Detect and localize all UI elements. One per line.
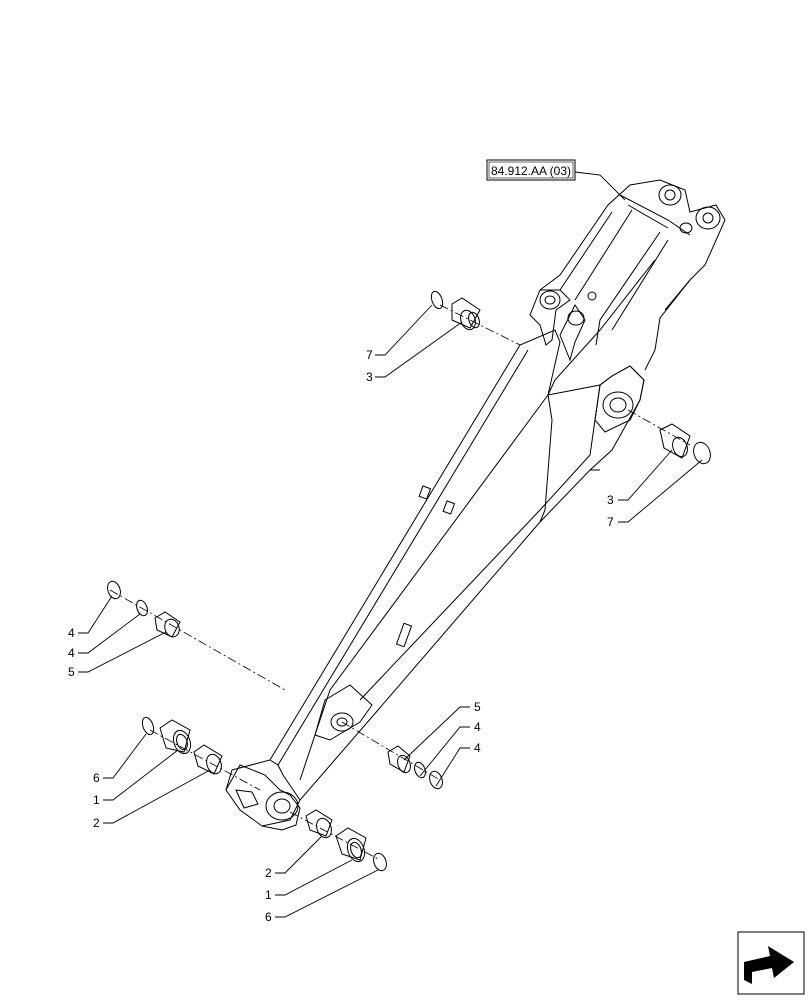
callout-7-top: 7 (366, 348, 373, 362)
callout-1-bottom: 1 (265, 888, 272, 902)
callout-1-left: 1 (93, 793, 100, 807)
callout-2-bottom: 2 (265, 866, 272, 880)
callout-4b-right: 4 (474, 741, 481, 755)
callout-labels: 7 3 3 7 4 4 5 5 4 4 6 1 2 2 1 6 (68, 348, 614, 924)
callout-3-top: 3 (366, 370, 373, 384)
callout-4b-left: 4 (68, 646, 75, 660)
reference-box[interactable]: 84.912.AA (03) (486, 159, 576, 181)
parts (107, 290, 711, 872)
snap-ring (430, 290, 444, 310)
callout-5-left: 5 (68, 665, 75, 679)
callout-2-left: 2 (93, 816, 100, 830)
callout-4a-left: 4 (68, 626, 75, 640)
reference-code: 84.912.AA (03) (491, 164, 571, 178)
callout-5-right: 5 (474, 700, 481, 714)
boom-arm (225, 179, 726, 831)
callout-3-right: 3 (607, 493, 614, 507)
callout-7-right: 7 (607, 515, 614, 529)
next-page-arrow-icon[interactable] (737, 931, 805, 995)
callout-6-bottom: 6 (265, 910, 272, 924)
callout-4a-right: 4 (474, 720, 481, 734)
callout-6-left: 6 (93, 771, 100, 785)
leader-lines (78, 171, 703, 918)
